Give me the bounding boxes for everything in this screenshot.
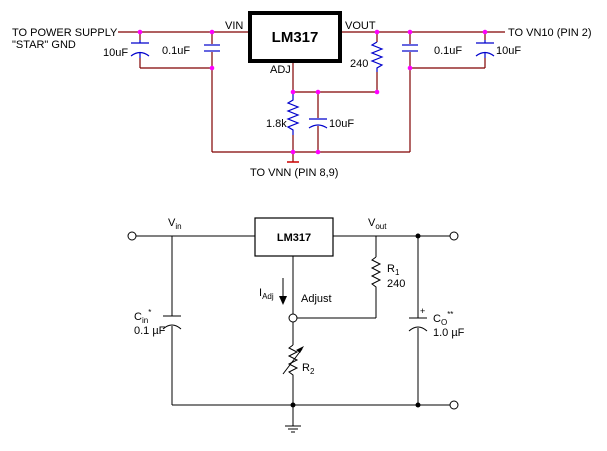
bottom-terminals [127,231,459,410]
cap-in-small-label: 0.1uF [162,45,190,57]
top-circuit: TO POWER SUPPLY "STAR" GND VIN LM317 VOU… [12,11,592,179]
adj-pin-label: ADJ [270,64,291,76]
vin-label: Vin [168,217,182,231]
cap-out-bulk-symbol [475,40,495,58]
to-vnn-label: TO VNN (PIN 8,9) [250,167,338,179]
lm317-label-bottom: LM317 [277,232,311,244]
resistor-1-8k-label: 1.8k [266,118,287,130]
co-polarity-label: + [420,306,425,316]
resistor-r1-symbol [370,256,382,289]
top-nodes [137,29,488,155]
cap-out-bulk-label: 10uF [496,45,521,57]
cap-out-small-label: 0.1uF [434,45,462,57]
lm317-chip-top [248,11,342,63]
cap-out-small-symbol [402,44,418,52]
cap-adj-symbol [308,118,328,129]
cap-in-bulk-label: 10uF [103,47,128,59]
vin-pin-label: VIN [225,20,243,32]
adjust-node [288,313,298,323]
cap-co-symbol [408,317,428,332]
bottom-circuit: LM317 Vin Vout IAdj Adjust R1 240 R2 Cin… [127,217,465,433]
resistor-240-symbol [370,41,384,72]
lm317-label-top: LM317 [272,29,319,46]
cap-cin-symbol [162,315,182,330]
vout-label: Vout [368,217,387,231]
bottom-junctions [290,233,421,408]
star-gnd-label: "STAR" GND [12,39,76,51]
resistor-240-label: 240 [350,58,368,70]
cap-adj-label: 10uF [329,118,354,130]
iadj-arrow [279,278,287,305]
to-vn10-label: TO VN10 (PIN 2) [508,27,592,39]
co-value-label: 1.0 µF [433,327,465,339]
iadj-label: IAdj [259,287,274,301]
vout-pin-label: VOUT [345,20,376,32]
r2-label: R2 [302,362,315,376]
bottom-wires [136,235,450,426]
cin-value-label: 0.1 µF [134,325,166,337]
co-label: CO** [433,310,453,327]
adjust-label: Adjust [301,293,332,305]
resistor-1-8k-symbol [286,92,300,135]
cap-in-bulk-symbol [130,40,150,58]
r1-label: R1 [387,263,400,277]
resistor-r2-symbol [282,344,304,378]
cin-label: Cin* [134,308,151,325]
to-power-supply-label: TO POWER SUPPLY [12,27,118,39]
lm317-chip-bottom [254,217,334,257]
cap-in-small-symbol [204,44,220,52]
r1-value-label: 240 [387,278,405,290]
ground-symbol [285,425,301,433]
